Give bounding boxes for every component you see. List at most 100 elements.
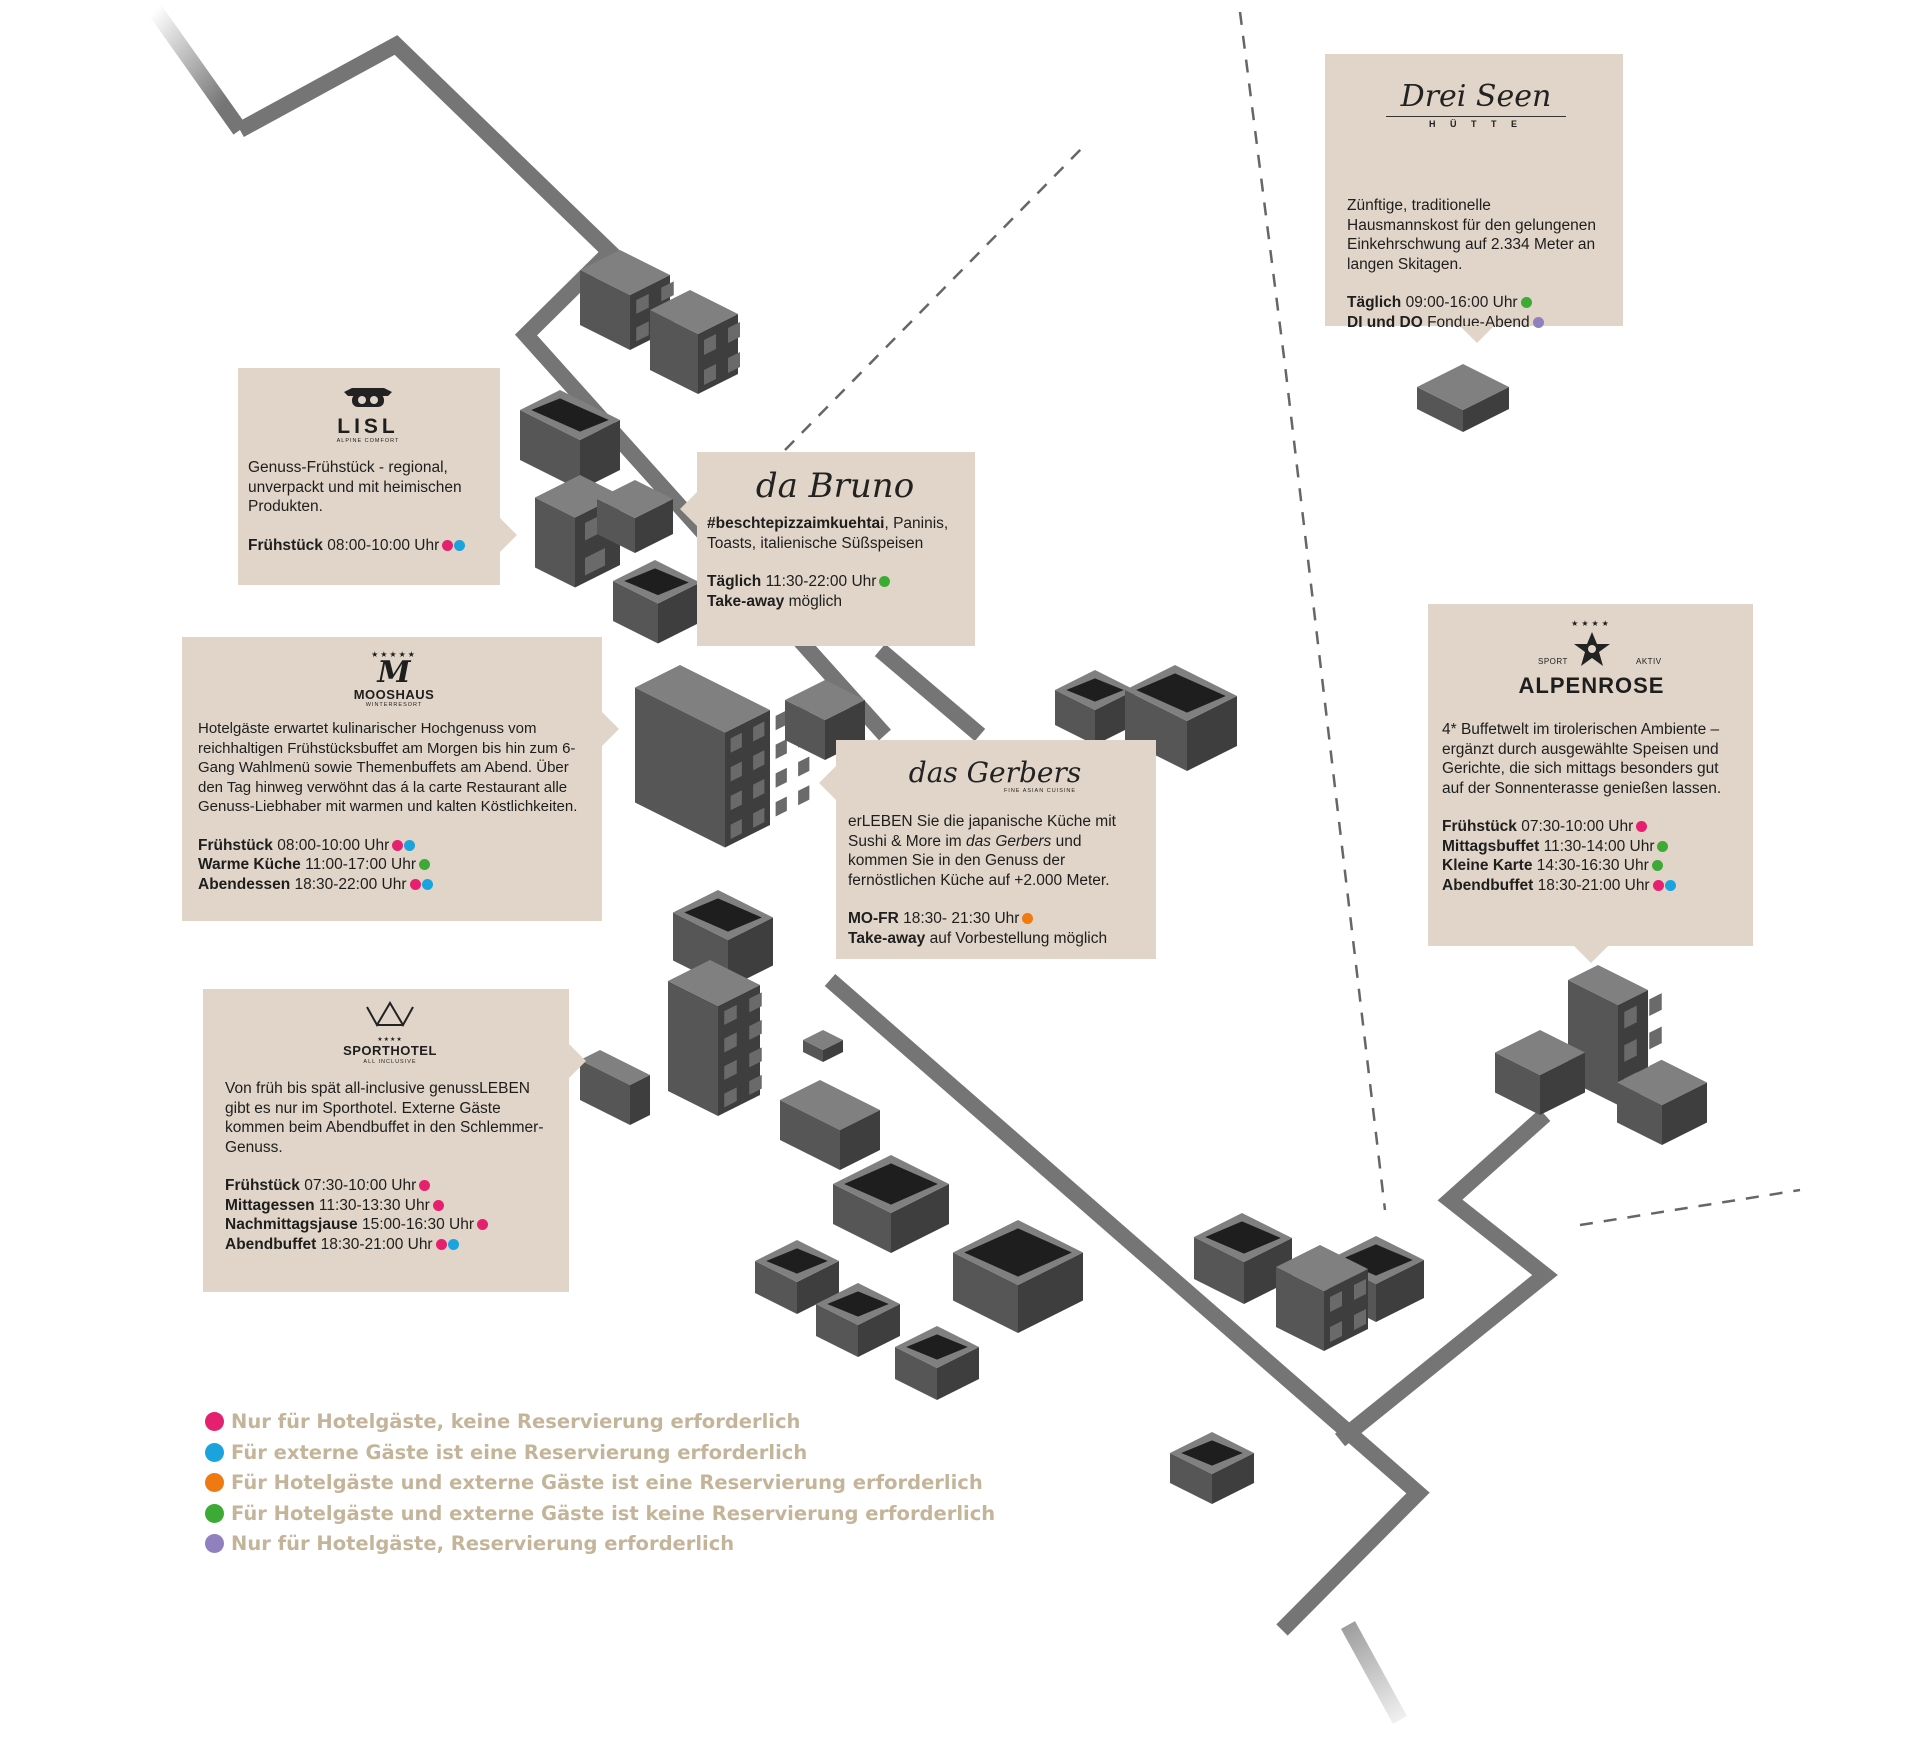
building-sporthotel <box>668 960 762 1116</box>
gerbers-description: erLEBEN Sie die japanische Küche mit Sus… <box>848 813 1116 889</box>
cyan-dot-icon <box>205 1442 224 1462</box>
sporthotel-hours-row: Abendbuffet 18:30-21:00 Uhr <box>225 1235 555 1255</box>
lisl-hours-row: Frühstück 08:00-10:00 Uhr <box>248 536 488 556</box>
alpenrose-logo: ★★★★ SPORT AKTIV ALPENROSE <box>1442 604 1741 720</box>
sporthotel-logo-word: SPORTHOTEL <box>343 1042 437 1058</box>
building-pit-7 <box>755 1240 839 1314</box>
dreiseen-hours-row: DI und DO Fondue-Abend <box>1347 313 1605 333</box>
magenta-dot-icon <box>392 839 404 851</box>
dashed-paths <box>784 11 1801 1227</box>
path-north-south <box>1238 11 1387 1211</box>
alpenrose-stars-icon: ★★★★ <box>1571 619 1612 628</box>
path-east <box>1579 1188 1801 1227</box>
sporthotel-logo: ★★★★ SPORTHOTEL ALL INCLUSIVE <box>225 989 555 1079</box>
lisl-description: Genuss-Frühstück - regional, unverpackt … <box>248 459 462 515</box>
dabruno-logo-script: da Bruno <box>755 466 915 506</box>
cyan-dot-icon <box>1664 879 1676 891</box>
road-bottom-fade <box>1340 1621 1408 1724</box>
building-small <box>803 1030 843 1062</box>
green-dot-icon <box>418 859 430 870</box>
dreiseen-hours: Täglich 09:00-16:00 Uhr DI und DO Fondue… <box>1347 293 1605 332</box>
green-dot-icon <box>1520 297 1532 308</box>
gerbers-hours-row: Take-away auf Vorbestellung möglich <box>848 929 1108 947</box>
cyan-dot-icon <box>404 839 416 851</box>
green-dot-icon <box>205 1503 224 1523</box>
cyan-dot-icon <box>421 878 433 890</box>
gerbers-logo-script: das Gerbers <box>908 756 1082 789</box>
venue-card-lisl[interactable]: LISL ALPINE COMFORT Genuss-Frühstück - r… <box>238 368 500 585</box>
alpenrose-logo-word: ALPENROSE <box>1518 673 1665 698</box>
alpenrose-hours: Frühstück 07:30-10:00 Uhr Mittagsbuffet … <box>1442 817 1741 895</box>
building-dreiseen-hut <box>1417 364 1509 432</box>
building-north-b <box>650 290 740 394</box>
magenta-dot-icon <box>409 878 421 890</box>
building-pit-8 <box>816 1283 900 1357</box>
gerbers-logo: das Gerbers FINE ASIAN CUISINE <box>848 740 1142 812</box>
violet-dot-icon <box>1532 316 1544 328</box>
dabruno-logo: da Bruno <box>707 452 963 514</box>
magenta-dot-icon <box>442 539 454 551</box>
gerbers-hours: MO-FR 18:30- 21:30 Uhr Take-away auf Vor… <box>848 909 1142 948</box>
buildings <box>520 250 1707 1504</box>
building-sporthotel-wing <box>780 1080 880 1170</box>
alpenrose-logo-left: SPORT <box>1538 657 1568 666</box>
magenta-dot-icon <box>432 1199 444 1211</box>
road-south <box>824 973 1430 1636</box>
sporthotel-logo-sub: ALL INCLUSIVE <box>363 1058 417 1065</box>
m-crest-icon: M <box>377 655 411 690</box>
magenta-dot-icon <box>1636 821 1648 832</box>
cyan-dot-icon <box>454 539 466 551</box>
green-dot-icon <box>1651 860 1663 871</box>
building-pit-12 <box>1170 1432 1254 1504</box>
mooshaus-hours-row: Abendessen 18:30-22:00 Uhr <box>198 875 590 895</box>
mooshaus-pointer <box>602 712 619 746</box>
magenta-dot-icon <box>477 1219 489 1230</box>
mooshaus-hours-row: Frühstück 08:00-10:00 Uhr <box>198 836 590 856</box>
building-pit-3 <box>1125 665 1237 771</box>
lisl-pointer <box>500 518 517 552</box>
magenta-dot-icon <box>205 1412 224 1431</box>
venue-card-mooshaus[interactable]: ★★★★★ M MOOSHAUS WINTERRESORT Hotelgäste… <box>182 637 602 921</box>
map-legend: Nur für Hotelgäste, keine Reservierung e… <box>205 1407 995 1560</box>
magenta-dot-icon <box>419 1180 431 1191</box>
dabruno-pointer <box>680 492 697 526</box>
sporthotel-hours-row: Mittagessen 11:30-13:30 Uhr <box>225 1196 555 1216</box>
green-dot-icon <box>1657 840 1669 852</box>
legend-row: Für Hotelgäste und externe Gäste ist kei… <box>205 1499 995 1530</box>
mooshaus-logo-sub: WINTERRESORT <box>365 702 423 708</box>
legend-row: Nur für Hotelgäste, keine Reservierung e… <box>205 1407 995 1438</box>
venue-card-dreiseen[interactable]: Drei Seen H Ü T T E Zünftige, traditione… <box>1325 54 1623 331</box>
dabruno-hours-row: Täglich 11:30-22:00 Uhr <box>707 572 963 592</box>
venue-card-alpenrose[interactable]: ★★★★ SPORT AKTIV ALPENROSE 4* Buffetwelt… <box>1428 604 1753 946</box>
building-pit-4 <box>673 890 773 988</box>
building-pit-10 <box>1194 1213 1292 1304</box>
venue-card-sporthotel[interactable]: ★★★★ SPORTHOTEL ALL INCLUSIVE Von früh b… <box>203 989 569 1292</box>
building-lisl-annex <box>597 480 673 553</box>
alpenrose-hours-row: Abendbuffet 18:30-21:00 Uhr <box>1442 876 1741 896</box>
building-sporthotel-wing-left <box>580 1050 650 1125</box>
gerbers-hours-row: MO-FR 18:30- 21:30 Uhr <box>848 909 1142 929</box>
mooshaus-logo: ★★★★★ M MOOSHAUS WINTERRESORT <box>198 637 590 719</box>
dabruno-description: #beschtepizzaimkuehtai, Paninis, Toasts,… <box>707 515 949 552</box>
sporthotel-description: Von früh bis spät all-inclusive genussLE… <box>225 1080 544 1156</box>
building-pit-5 <box>833 1155 949 1253</box>
dabruno-hours: Täglich 11:30-22:00 Uhr Take-away möglic… <box>707 572 963 611</box>
gerbers-logo-sub: FINE ASIAN CUISINE <box>1003 788 1077 794</box>
sporthotel-hours: Frühstück 07:30-10:00 Uhr Mittagessen 11… <box>225 1176 555 1254</box>
green-dot-icon <box>879 576 891 587</box>
building-pit-2 <box>1055 670 1135 745</box>
alpenrose-pointer <box>1574 946 1608 963</box>
dreiseen-hours-row: Täglich 09:00-16:00 Uhr <box>1347 293 1605 313</box>
building-pit-1 <box>613 560 700 644</box>
magenta-dot-icon <box>435 1238 447 1250</box>
orange-dot-icon <box>1022 913 1034 924</box>
violet-dot-icon <box>205 1534 224 1553</box>
dreiseen-logo: Drei Seen H Ü T T E <box>1347 54 1605 168</box>
building-mooshaus <box>635 665 810 848</box>
building-pit-9 <box>895 1326 979 1400</box>
mooshaus-stars-icon: ★★★★★ <box>371 650 417 659</box>
legend-row: Nur für Hotelgäste, Reservierung erforde… <box>205 1529 995 1560</box>
crown-icon <box>366 1001 414 1028</box>
venue-card-gerbers[interactable]: das Gerbers FINE ASIAN CUISINE erLEBEN S… <box>836 740 1156 959</box>
venue-card-dabruno[interactable]: da Bruno #beschtepizzaimkuehtai, Paninis… <box>697 452 975 646</box>
